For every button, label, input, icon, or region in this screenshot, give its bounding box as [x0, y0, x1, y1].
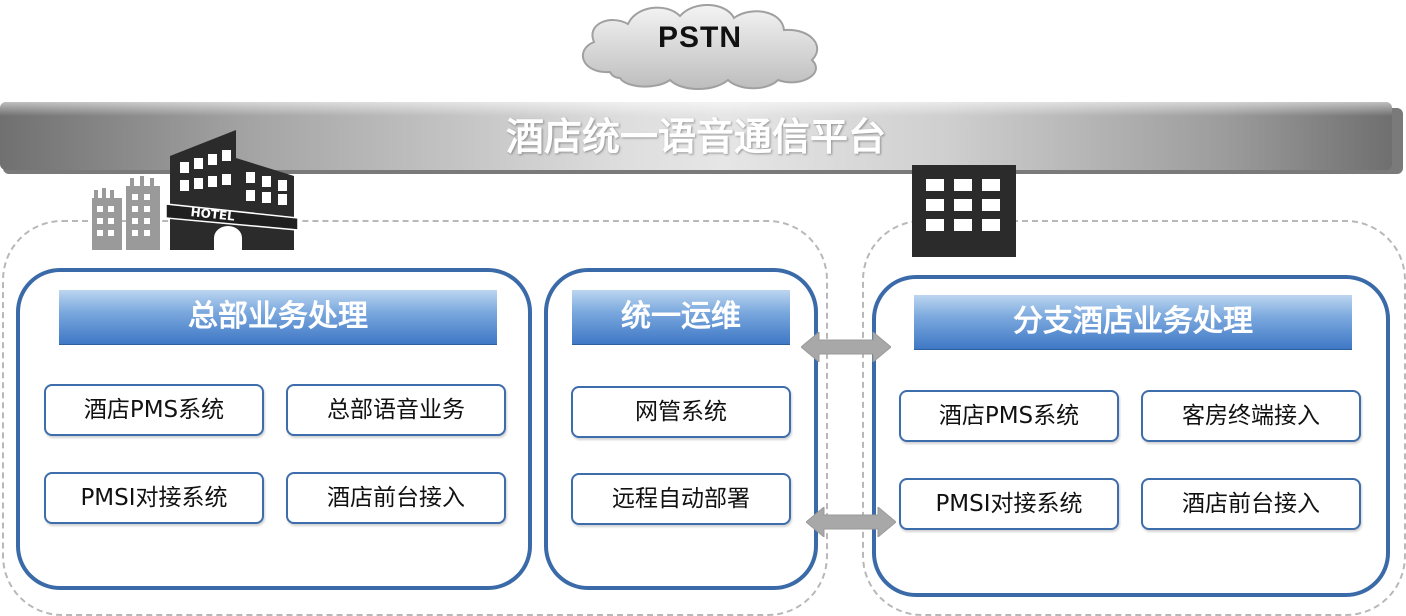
pstn-cloud-icon: [582, 3, 819, 90]
ops-item-remote-deployment: 远程自动部署: [571, 473, 791, 525]
double-arrow-icon: [801, 332, 891, 362]
pstn-label: PSTN: [657, 21, 742, 54]
hotel-sign-text: HOTEL: [190, 205, 236, 224]
operations-header: 统一运维: [572, 290, 790, 344]
branch-item-room-terminal: 客房终端接入: [1141, 390, 1361, 442]
branch-header: 分支酒店业务处理: [914, 295, 1352, 349]
hq-item-pms-system: 酒店PMS系统: [44, 384, 264, 436]
ops-item-network-management: 网管系统: [571, 386, 791, 438]
branch-item-pmsi-system: PMSI对接系统: [899, 478, 1119, 530]
hq-item-front-desk: 酒店前台接入: [286, 472, 506, 524]
double-arrow-icon: [806, 507, 896, 537]
office-building-icon: [912, 165, 1016, 257]
hq-item-voice-service: 总部语音业务: [286, 384, 506, 436]
hotel-building-icon: HOTEL: [92, 130, 299, 250]
hq-item-pmsi-system: PMSI对接系统: [44, 472, 264, 524]
platform-title: 酒店统一语音通信平台: [505, 115, 886, 159]
headquarters-region: [2, 220, 828, 616]
branch-item-front-desk: 酒店前台接入: [1141, 478, 1361, 530]
branch-region: [862, 220, 1406, 616]
branch-item-pms-system: 酒店PMS系统: [899, 390, 1119, 442]
headquarters-header: 总部业务处理: [59, 290, 497, 344]
